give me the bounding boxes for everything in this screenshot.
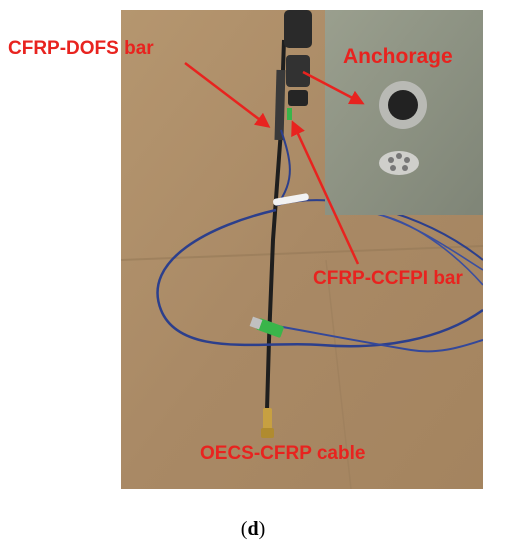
- wedge-hole: [396, 153, 402, 159]
- photo-frame: [121, 10, 483, 489]
- blue-fiber: [156, 208, 483, 348]
- caption-close: ): [258, 518, 266, 540]
- sensor-photo: [121, 10, 483, 489]
- wedge-hole: [402, 165, 408, 171]
- wedge-hole: [404, 157, 410, 163]
- anchorage-hole: [388, 90, 418, 120]
- figure-caption: (d): [0, 518, 506, 541]
- label-anchorage: Anchorage: [343, 45, 453, 68]
- caption-letter: d: [247, 518, 259, 540]
- blue-fiber: [380, 214, 483, 286]
- gold-connector: [263, 408, 272, 434]
- anchorage-cylinder: [286, 55, 310, 87]
- label-cfrp-dofs-bar: CFRP-DOFS bar: [8, 38, 154, 59]
- label-cfrp-ccfpi-bar: CFRP-CCFPI bar: [313, 268, 463, 289]
- anchorage-cylinder-top: [284, 10, 312, 48]
- label-oecs-cfrp-cable: OECS-CFRP cable: [200, 443, 366, 464]
- bar-shank: [274, 69, 286, 141]
- wedge-hole: [390, 165, 396, 171]
- blue-fiber: [270, 324, 483, 353]
- wedge-plate: [379, 151, 419, 175]
- anchorage-cylinder-bottom: [288, 90, 308, 106]
- caption-open: (: [240, 518, 248, 540]
- cardboard-crease: [325, 259, 352, 489]
- connector-ferrule: [249, 316, 263, 330]
- green-connector: [256, 318, 284, 338]
- gold-connector-nut: [261, 428, 274, 438]
- green-marker: [287, 108, 292, 120]
- wedge-hole: [388, 157, 394, 163]
